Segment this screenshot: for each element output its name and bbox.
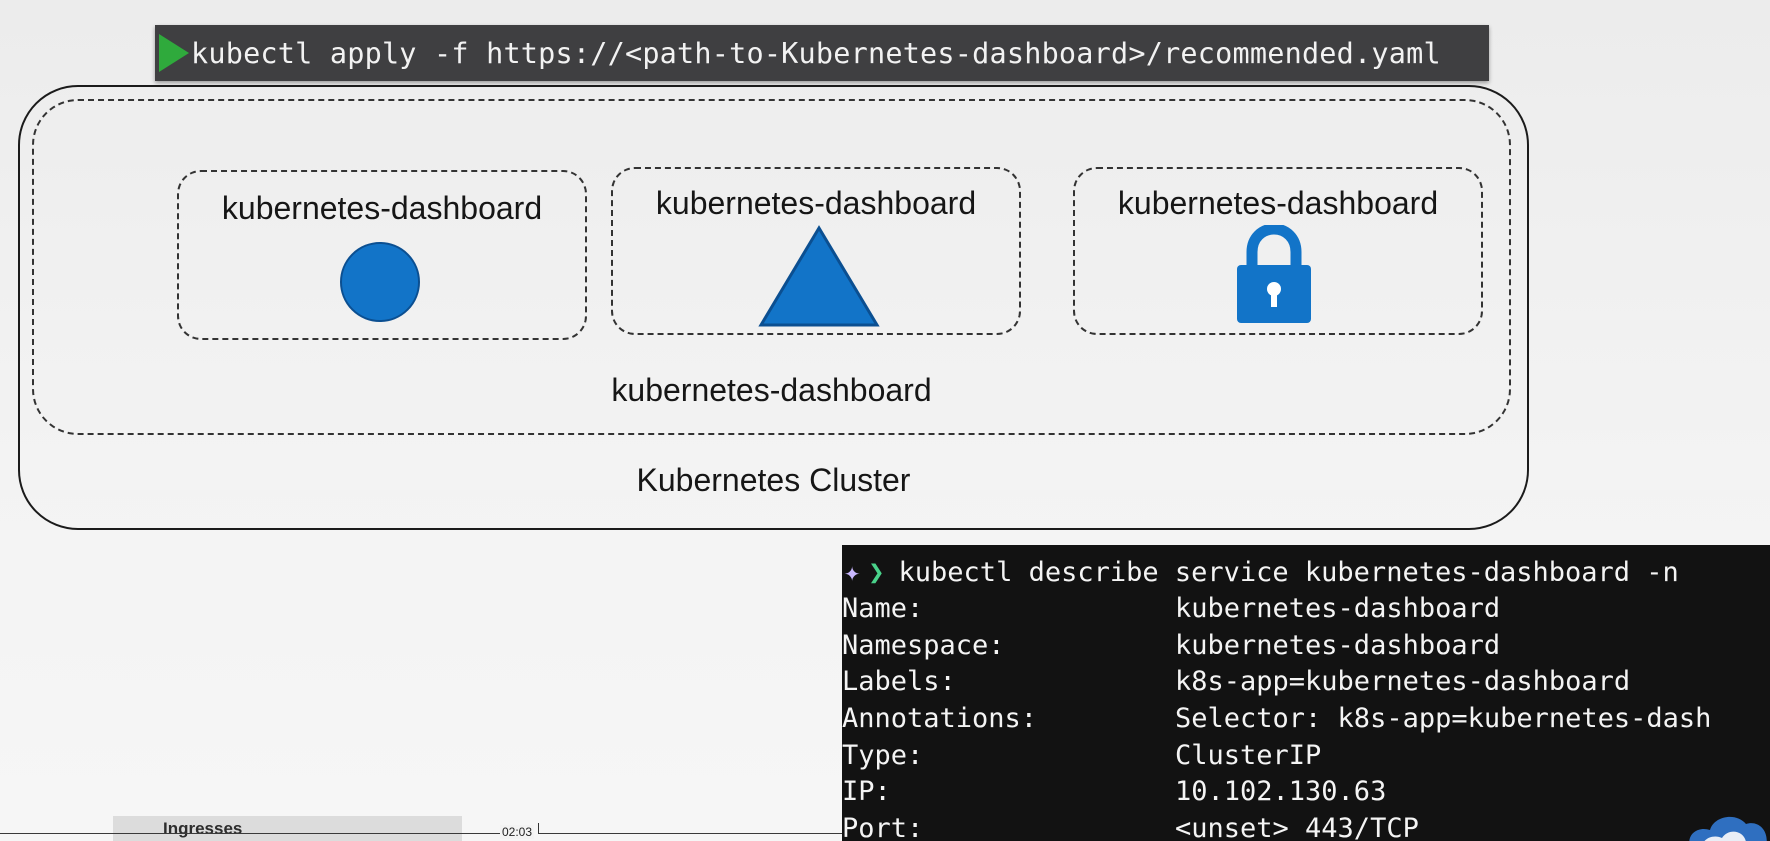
deployment-object-box: kubernetes-dashboard <box>611 167 1021 335</box>
command-bar: kubectl apply -f https://<path-to-Kubern… <box>155 25 1489 81</box>
row-value: kubernetes-dashboard <box>1175 630 1501 661</box>
row-key: Type: <box>842 740 924 771</box>
row-value: <unset> 443/TCP <box>1175 813 1419 841</box>
terminal-prompt: ✦❯ kubectl describe service kubernetes-da… <box>842 557 1679 588</box>
terminal-command: kubectl describe service kubernetes-dash… <box>898 557 1679 588</box>
row-key: Name: <box>842 593 924 624</box>
row-key: Labels: <box>842 666 956 697</box>
kubernetes-cluster-box <box>18 85 1529 530</box>
lock-icon <box>1237 225 1311 323</box>
sparkle-icon: ✦ <box>844 557 861 588</box>
row-value: Selector: k8s-app=kubernetes-dash <box>1175 703 1712 734</box>
triangle-icon <box>758 225 880 327</box>
timeline-track-right <box>538 833 842 834</box>
row-value: k8s-app=kubernetes-dashboard <box>1175 666 1631 697</box>
command-text: kubectl apply -f https://<path-to-Kubern… <box>191 36 1441 70</box>
deployment-label: kubernetes-dashboard <box>655 185 977 221</box>
timeline-marker <box>538 823 539 833</box>
row-key: Port: <box>842 813 924 841</box>
secret-label: kubernetes-dashboard <box>1117 185 1439 221</box>
row-key: Namespace: <box>842 630 1005 661</box>
terminal-window: ✦❯ kubectl describe service kubernetes-da… <box>842 545 1770 841</box>
row-value: kubernetes-dashboard <box>1175 593 1501 624</box>
secret-object-box: kubernetes-dashboard <box>1073 167 1483 335</box>
row-value: ClusterIP <box>1175 740 1322 771</box>
timestamp: 02:03 <box>500 825 535 839</box>
row-key: Annotations: <box>842 703 1038 734</box>
circle-icon <box>340 242 420 322</box>
ingresses-label: Ingresses <box>163 819 243 838</box>
timeline-track <box>0 833 500 834</box>
chevron-right-icon: ❯ <box>868 557 885 588</box>
cloud-icon <box>1689 816 1767 841</box>
row-value: 10.102.130.63 <box>1175 776 1387 807</box>
cluster-label: Kubernetes Cluster <box>636 462 911 498</box>
row-key: IP: <box>842 776 891 807</box>
bottom-left-panel: Ingresses <box>113 816 462 841</box>
namespace-box <box>32 99 1511 435</box>
namespace-label: kubernetes-dashboard <box>611 372 932 408</box>
pod-object-box: kubernetes-dashboard <box>177 170 587 340</box>
pod-label: kubernetes-dashboard <box>221 190 543 226</box>
play-icon <box>159 34 189 72</box>
